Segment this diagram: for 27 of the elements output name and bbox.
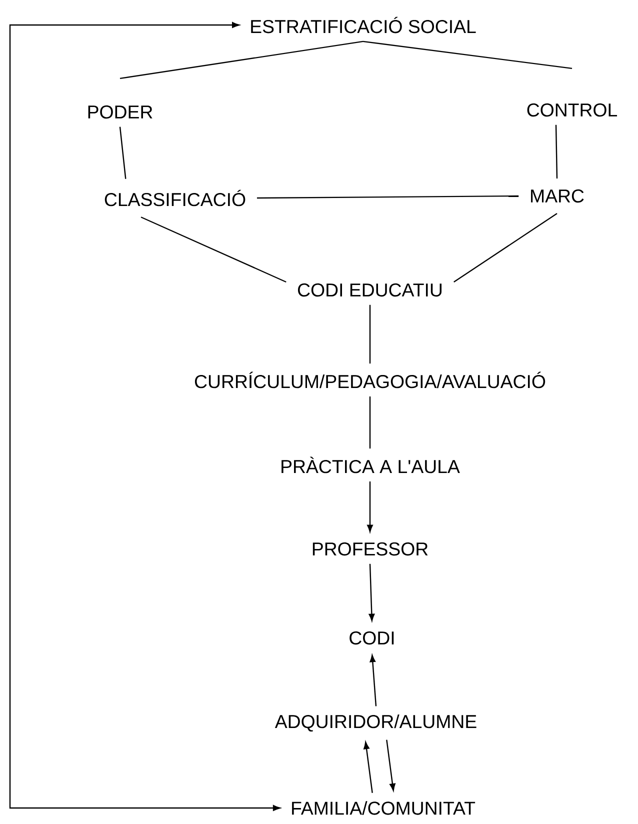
node-label: CLASSIFICACIÓ	[104, 190, 246, 206]
arrow	[367, 481, 373, 532]
connector-line	[140, 216, 286, 283]
connector-line	[120, 40, 364, 80]
arrow	[9, 22, 280, 811]
connector-line	[369, 304, 371, 364]
connector-line	[369, 396, 371, 449]
connector-line	[454, 213, 558, 282]
connector-line	[119, 126, 126, 179]
arrow	[368, 564, 375, 622]
connector-line	[256, 195, 519, 199]
node-label: CODI	[350, 631, 394, 645]
node-label: CODI EDUCATIU	[298, 283, 442, 297]
node-label: PRÀCTICA A L'AULA	[282, 456, 460, 474]
arrow	[386, 740, 396, 791]
node-label: MARC	[531, 189, 584, 203]
node-label: PODER	[88, 105, 152, 119]
node-label: ESTRATIFICACIÓ SOCIAL	[251, 16, 476, 34]
arrow	[370, 654, 377, 706]
connector-line	[555, 124, 558, 178]
node-label: CURRÍCULUM/PEDAGOGIA/AVALUACIÓ	[194, 372, 546, 388]
arrow	[364, 742, 373, 793]
node-label: PROFESSOR	[312, 542, 428, 556]
connector-line	[362, 40, 572, 70]
node-label: CONTROL	[527, 103, 617, 117]
node-label: ADQUIRIDOR/ALUMNE	[274, 714, 476, 732]
node-label: FAMILIA/COMUNITAT	[292, 801, 476, 815]
